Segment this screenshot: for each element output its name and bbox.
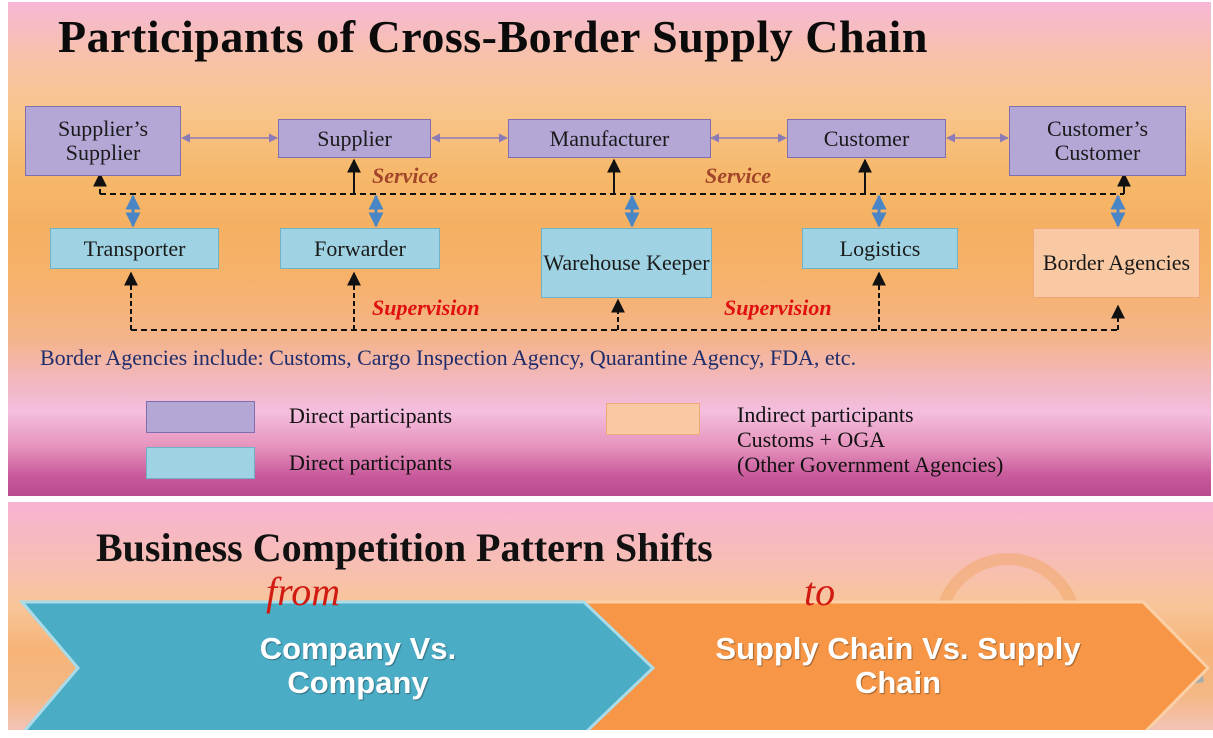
to-label: to: [804, 569, 836, 614]
from-arrow-shape: [18, 600, 656, 730]
competition-shift-slide: Business Competition Pattern Shifts from…: [8, 502, 1213, 730]
box-customers-customer: Customer’s Customer: [1009, 106, 1186, 176]
box-customer: Customer: [787, 119, 946, 158]
from-arrow-text: Company Vs. Company: [259, 631, 457, 700]
service-label-right: Service: [705, 163, 771, 188]
box-warehouse-keeper: Warehouse Keeper: [541, 228, 712, 298]
box-manufacturer: Manufacturer: [508, 119, 711, 158]
box-supplier: Supplier: [278, 119, 431, 158]
legend-label-teal: Direct participants: [289, 450, 453, 475]
supply-chain-participants-slide: Participants of Cross-Border Supply Chai…: [8, 2, 1211, 496]
connector-layer: [93, 133, 1131, 331]
box-logistics: Logistics: [802, 228, 958, 269]
to-arrow-text: Supply Chain Vs. Supply Chain: [715, 631, 1081, 700]
arrow-layer: [18, 553, 1211, 730]
legend-swatch-orange: [606, 403, 700, 435]
legend-label-orange: Indirect participants Customs + OGA (Oth…: [737, 402, 1004, 477]
border-agencies-note: Border Agencies include: Customs, Cargo …: [40, 345, 857, 370]
legend-swatch-purple: [146, 401, 255, 433]
box-suppliers-supplier: Supplier’s Supplier: [25, 106, 181, 176]
box-border-agencies: Border Agencies: [1033, 228, 1200, 298]
service-label-left: Service: [372, 163, 438, 188]
from-label: from: [266, 569, 341, 614]
supervision-label-left: Supervision: [372, 295, 480, 320]
legend-swatch-teal: [146, 447, 255, 479]
legend-label-purple: Direct participants: [289, 403, 453, 428]
box-transporter: Transporter: [50, 228, 219, 269]
slide-title: Participants of Cross-Border Supply Chai…: [58, 11, 928, 62]
slide-title: Business Competition Pattern Shifts: [96, 525, 713, 570]
supervision-label-right: Supervision: [724, 295, 832, 320]
box-forwarder: Forwarder: [280, 228, 440, 269]
